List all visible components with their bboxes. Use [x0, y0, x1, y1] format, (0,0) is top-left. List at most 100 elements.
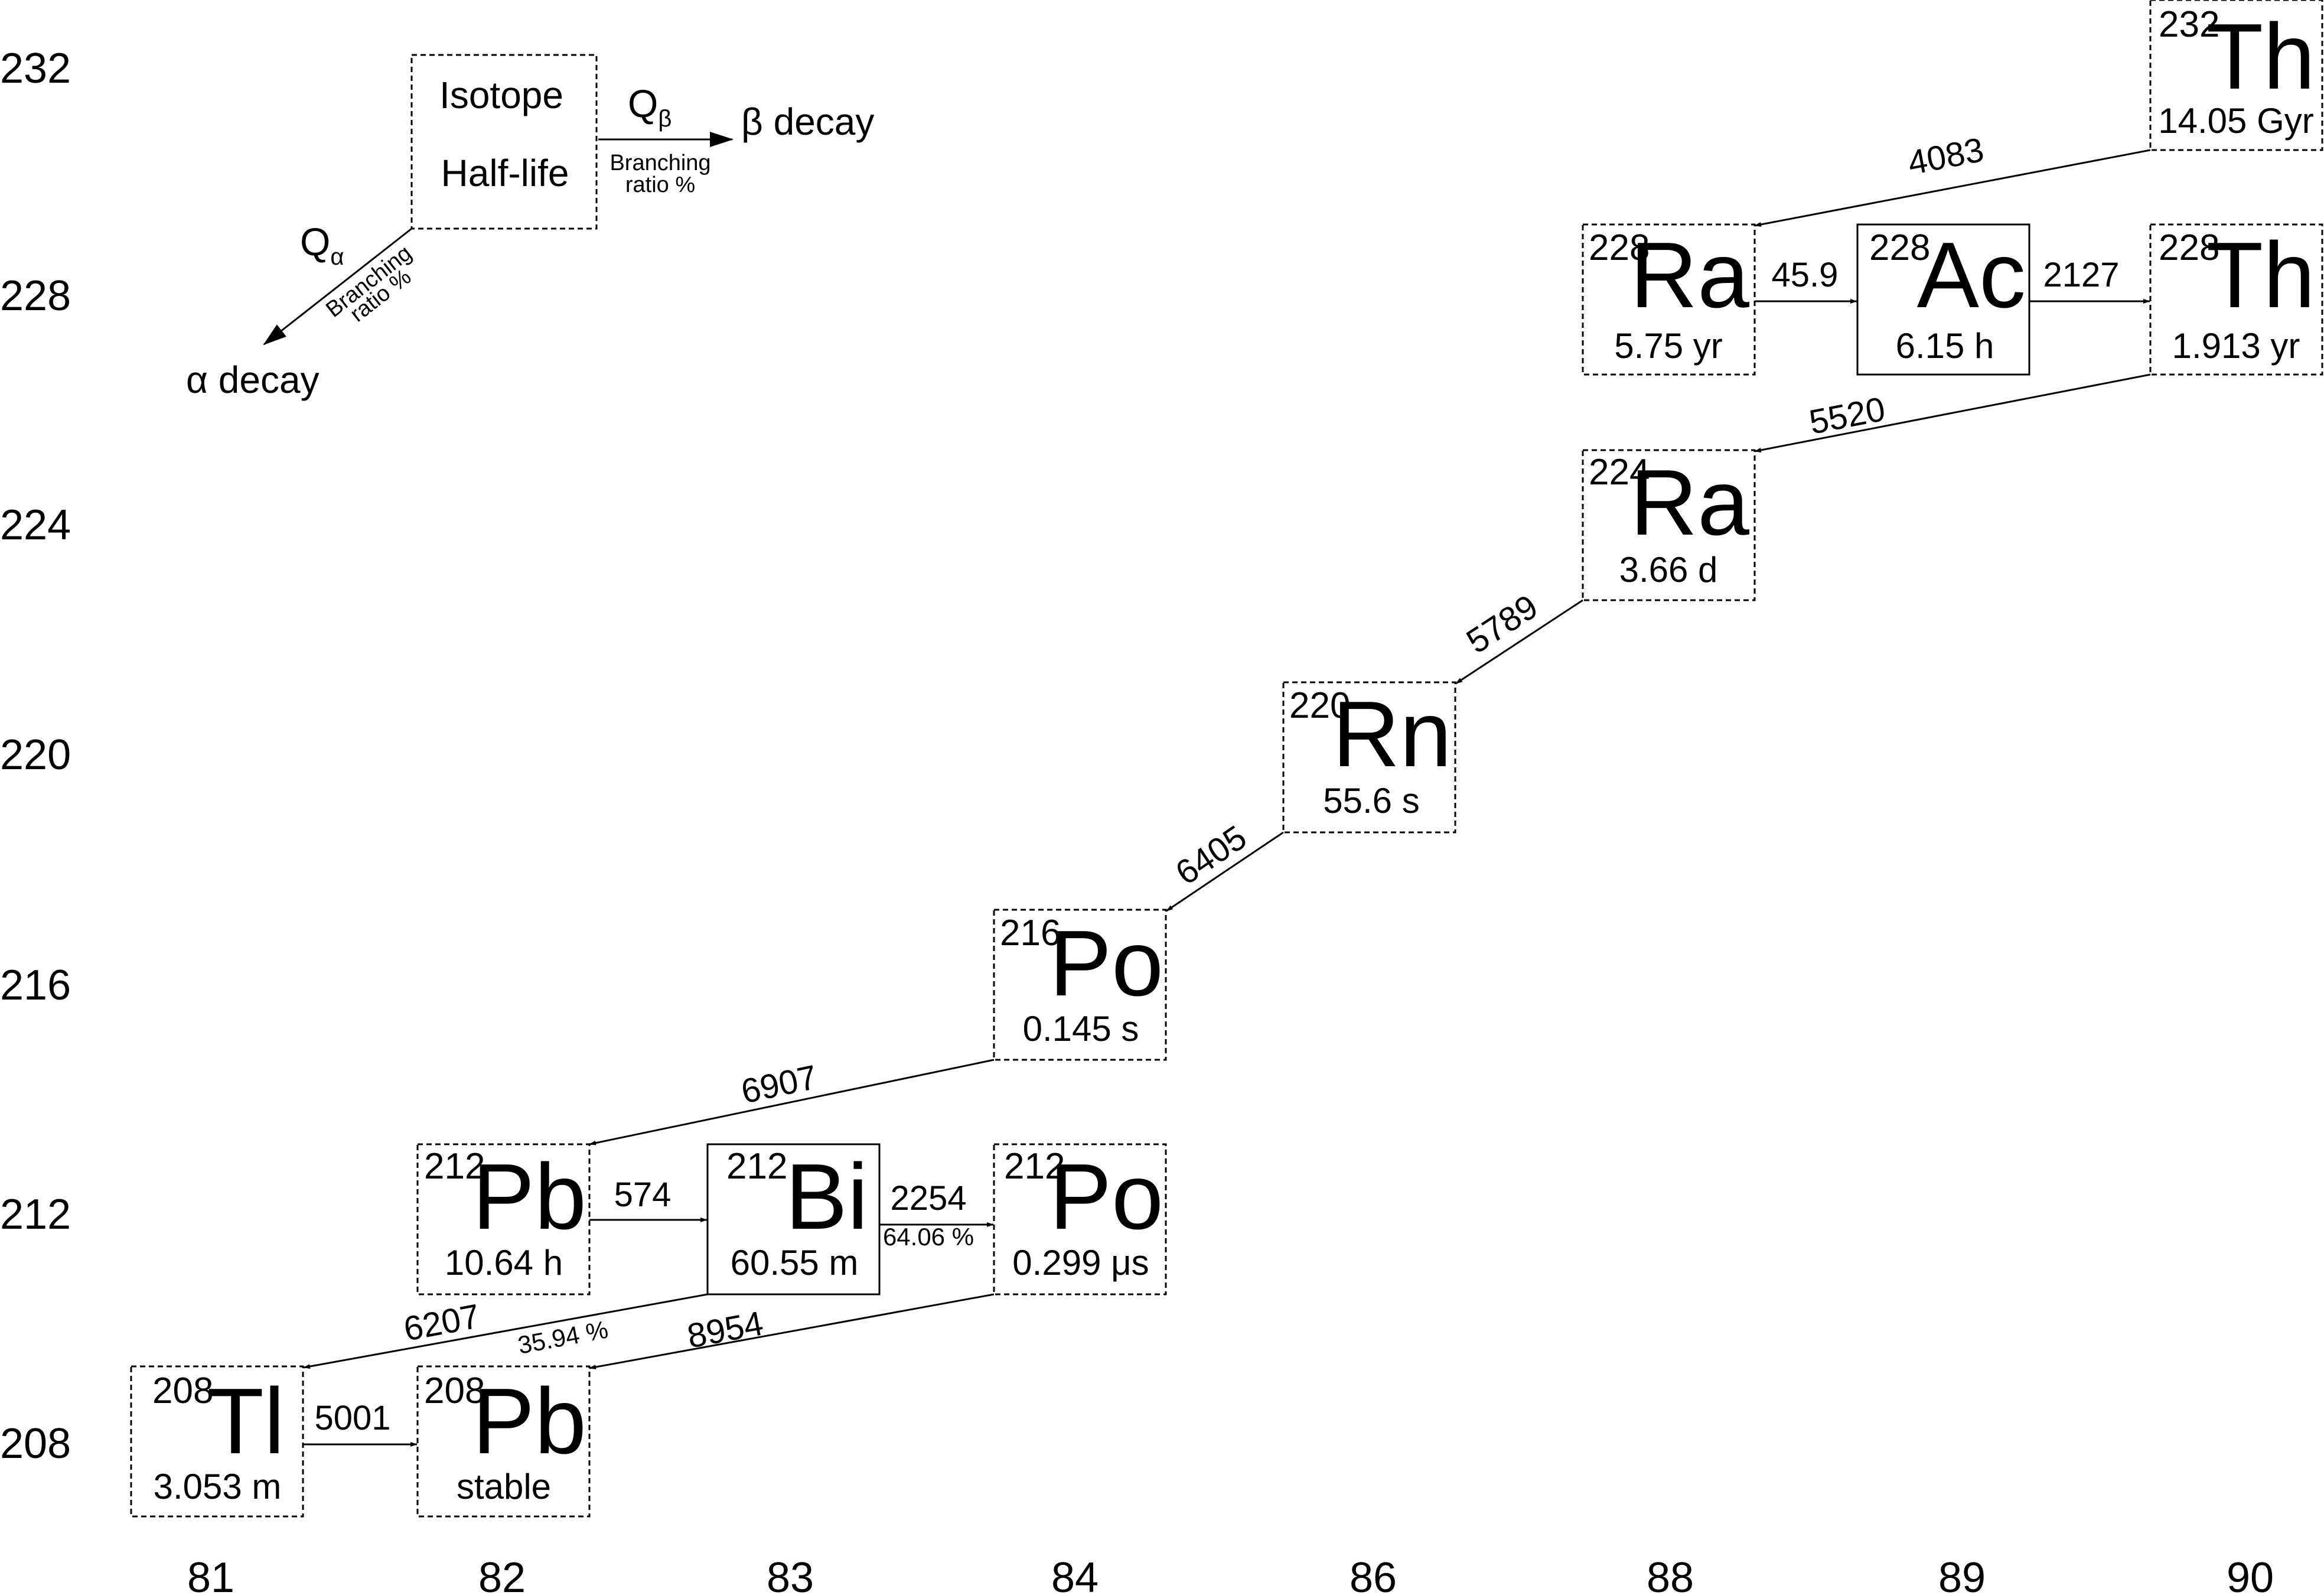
element-symbol: Po: [1049, 1145, 1163, 1249]
x-axis-label-84: 84: [1051, 1554, 1099, 1595]
element-symbol: Po: [1049, 912, 1163, 1015]
q-value: 2127: [2043, 256, 2119, 294]
legend-q-beta: Qβ: [628, 82, 672, 132]
half-life: 3.053 m: [154, 1467, 282, 1506]
mass-number: 224: [1589, 452, 1650, 493]
isotope-box: [706, 1143, 881, 1295]
isotope-bi212: 212 Bi 60.55 m: [706, 1143, 881, 1295]
element-symbol: Ac: [1917, 223, 2026, 327]
element-symbol: Bi: [785, 1145, 869, 1249]
half-life: 0.299 μs: [1012, 1243, 1149, 1282]
q-value: 8954: [685, 1304, 767, 1355]
isotope-pb208: 208 Pb stable: [416, 1365, 591, 1518]
element-symbol: Tl: [207, 1369, 285, 1473]
alpha-decay-arrow: [303, 1293, 708, 1369]
isotope-box: [993, 1143, 1167, 1295]
x-axis-label-88: 88: [1647, 1554, 1694, 1595]
half-life: 60.55 m: [731, 1243, 859, 1282]
q-value: 5789: [1460, 587, 1545, 661]
isotope-box: [2149, 0, 2323, 151]
alpha-decay-arrow: [1754, 373, 2151, 453]
isotope-ra228: 228 Ra 5.75 yr: [1582, 223, 1756, 376]
legend-beta-branching-line1: Branching: [609, 151, 710, 175]
half-life: 1.913 yr: [2172, 326, 2300, 366]
alpha-decay-arrow: [1455, 599, 1583, 685]
q-value: 6907: [738, 1058, 820, 1111]
q-value: 5001: [314, 1399, 390, 1437]
mass-number: 208: [152, 1371, 213, 1411]
isotope-box: [416, 1143, 591, 1295]
half-life: stable: [457, 1467, 551, 1506]
y-axis-label-208: 208: [0, 1420, 71, 1467]
y-axis-label-220: 220: [0, 731, 71, 779]
mass-number: 228: [1869, 227, 1930, 268]
isotope-tl208: 208 Tl 3.053 m: [130, 1365, 304, 1518]
half-life: 10.64 h: [445, 1243, 563, 1282]
element-symbol: Ra: [1630, 451, 1749, 555]
legend-alpha-arrow: [263, 227, 412, 346]
isotope-box: [2149, 223, 2323, 376]
isotope-th228: 228 Th 1.913 yr: [2149, 223, 2323, 376]
isotope-box: [1856, 223, 2030, 376]
alpha-decay-arrow: [589, 1059, 995, 1145]
element-symbol: Pb: [472, 1145, 586, 1249]
y-axis-label-232: 232: [0, 45, 71, 92]
q-value: 6207: [401, 1297, 483, 1348]
decay-ra224-rn220: 5789: [1455, 587, 1583, 685]
branching-ratio: 35.94 %: [516, 1316, 610, 1359]
y-axis-label-212: 212: [0, 1191, 71, 1238]
element-symbol: Ra: [1630, 223, 1749, 327]
decay-ra228-ac228: 45.9: [1755, 256, 1857, 304]
mass-number: 232: [2159, 4, 2219, 45]
q-value: 5520: [1806, 390, 1888, 442]
x-axis-label-86: 86: [1350, 1554, 1397, 1595]
half-life: 55.6 s: [1323, 781, 1419, 821]
isotope-box: [1282, 681, 1456, 834]
q-value: 2254: [890, 1179, 966, 1218]
decay-pb212-bi212: 574: [589, 1176, 708, 1222]
element-symbol: Pb: [472, 1369, 586, 1473]
element-symbol: Rn: [1332, 682, 1452, 786]
y-axis: 232 228 224 220 216 212 208: [0, 45, 71, 1467]
half-life: 6.15 h: [1896, 326, 1994, 366]
x-axis-label-89: 89: [1938, 1554, 1986, 1595]
half-life: 3.66 d: [1619, 550, 1718, 590]
legend-box: [410, 54, 598, 230]
x-axis-label-90: 90: [2227, 1554, 2274, 1595]
element-symbol: Th: [2206, 5, 2315, 109]
decay-po216-pb212: 6907: [589, 1058, 995, 1145]
isotope-box: [130, 1365, 304, 1518]
decay-th232-ra228: 4083: [1754, 131, 2151, 227]
element-symbol: Th: [2206, 223, 2315, 327]
y-axis-label-216: 216: [0, 962, 71, 1009]
legend: Isotope Half-life Qβ β decay Branching r…: [186, 54, 874, 401]
x-axis: 81 82 83 84 86 88 89 90: [187, 1554, 2274, 1595]
decay-tl208-pb208: 5001: [303, 1399, 418, 1447]
mass-number: 212: [726, 1146, 787, 1187]
isotope-th232: 232 Th 14.05 Gyr: [2149, 0, 2323, 151]
half-life: 14.05 Gyr: [2158, 101, 2313, 141]
isotope-box: [416, 1365, 591, 1518]
branching-ratio: 64.06 %: [883, 1223, 974, 1251]
alpha-decay-arrow: [589, 1293, 995, 1369]
y-axis-label-224: 224: [0, 502, 71, 549]
q-value: 45.9: [1772, 256, 1839, 294]
legend-q-alpha: Qα: [300, 220, 344, 270]
isotope-ac228: 228 Ac 6.15 h: [1856, 223, 2030, 376]
mass-number: 208: [424, 1371, 485, 1411]
x-axis-label-82: 82: [478, 1554, 526, 1595]
x-axis-label-81: 81: [187, 1554, 234, 1595]
x-axis-label-83: 83: [767, 1554, 814, 1595]
q-value: 4083: [1905, 131, 1987, 183]
isotope-rn220: 220 Rn 55.6 s: [1282, 681, 1456, 834]
decay-rn220-po216: 6405: [1166, 818, 1284, 912]
decay-th228-ra224: 5520: [1754, 373, 2151, 453]
alpha-decay-arrow: [1166, 831, 1284, 912]
mass-number: 228: [1589, 227, 1650, 268]
legend-isotope-label: Isotope: [439, 74, 563, 116]
mass-number: 220: [1289, 685, 1350, 726]
decay-ac228-th228: 2127: [2029, 256, 2150, 304]
decay-bi212-po212: 2254 64.06 %: [879, 1179, 994, 1251]
half-life: 5.75 yr: [1614, 326, 1722, 366]
